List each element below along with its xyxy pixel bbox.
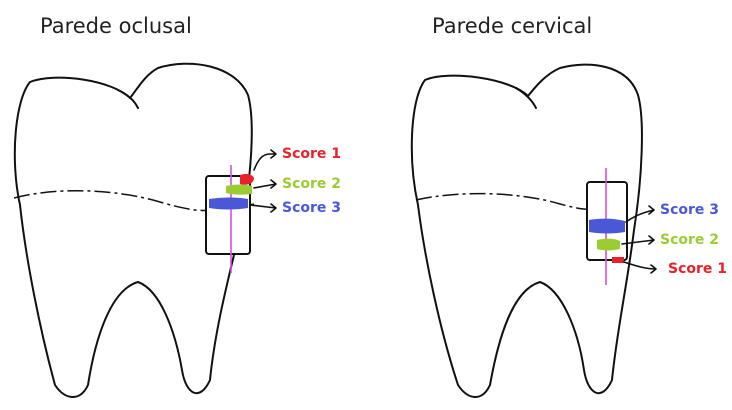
- score-mark: [240, 174, 254, 185]
- arrow: [626, 206, 654, 222]
- score-label: Score 1: [282, 146, 341, 162]
- cej-line: [14, 191, 210, 211]
- score-label: Score 3: [282, 200, 341, 216]
- score-mark: [597, 239, 620, 251]
- cej-line: [416, 194, 590, 210]
- tooth-cervical: [412, 65, 656, 397]
- score-mark: [612, 257, 624, 263]
- score-mark: [589, 219, 625, 234]
- arrow: [254, 180, 276, 188]
- score-label: Score 3: [660, 202, 719, 218]
- arrow: [250, 204, 276, 212]
- score-label: Score 2: [660, 232, 719, 248]
- score-label: Score 1: [668, 261, 727, 277]
- arrow: [254, 150, 276, 170]
- score-label: Score 2: [282, 176, 341, 192]
- score-mark: [209, 198, 248, 210]
- score-mark: [226, 185, 252, 195]
- tooth-oclusal: [14, 64, 276, 397]
